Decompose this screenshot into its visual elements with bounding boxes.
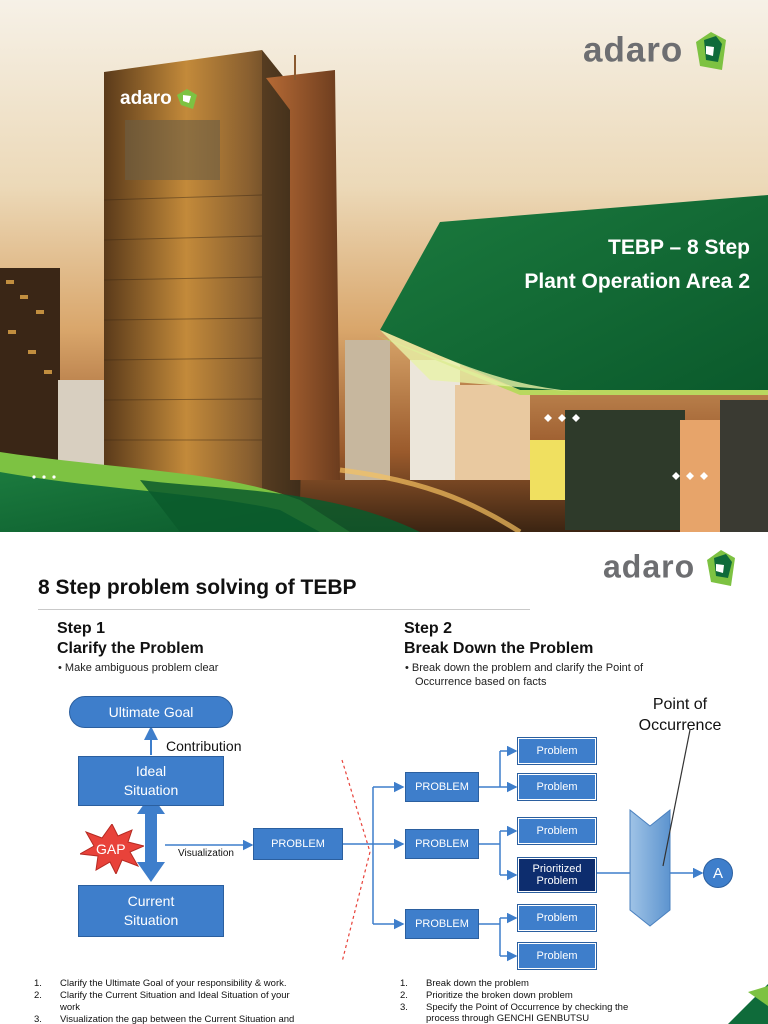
point-a-label: A xyxy=(712,864,723,882)
sub-problem-1b: Problem xyxy=(517,773,597,801)
notes-left-item: 1. Clarify the Ultimate Goal of your resp… xyxy=(34,978,287,989)
building-sign: adaro xyxy=(120,88,198,110)
adaro-logo: adaro xyxy=(583,30,728,74)
notes-left-item: work xyxy=(34,1002,80,1013)
sub-3b-label: Problem xyxy=(536,950,578,962)
adaro-mark-icon xyxy=(177,88,198,109)
current-line2: Situation xyxy=(123,912,179,928)
notes-left-item: 3. Visualization the gap between the Curr… xyxy=(34,1014,294,1024)
city-photo xyxy=(0,50,768,532)
sub-2a-label: Problem xyxy=(536,825,578,837)
ultimate-goal-label: Ultimate Goal xyxy=(108,704,194,720)
note-text: work xyxy=(60,1002,81,1013)
note-text: Clarify the Ultimate Goal of your respon… xyxy=(60,978,287,989)
step1-title: Clarify the Problem xyxy=(57,640,204,657)
ideal-situation-box: Ideal Situation xyxy=(78,756,224,806)
note-text: Specify the Point of Occurrence by check… xyxy=(426,1002,629,1013)
note-number: 1. xyxy=(34,978,42,989)
prioritized-line2: Problem xyxy=(536,875,578,887)
notes-right-item: 1. Break down the problem xyxy=(400,978,529,989)
note-text: Clarify the Current Situation and Ideal … xyxy=(60,990,290,1001)
gap-label: GAP xyxy=(96,841,126,857)
problem-main-label: PROBLEM xyxy=(271,837,325,850)
sub-1b-label: Problem xyxy=(536,781,578,793)
visualization-label: Visualization xyxy=(178,848,234,859)
process-slide: 8 Step problem solving of TEBP adaro Ste… xyxy=(0,532,768,1024)
prioritized-problem-box: Prioritized Problem xyxy=(517,857,597,893)
note-number: 3. xyxy=(34,1014,42,1024)
sub-3a-label: Problem xyxy=(536,912,578,924)
step1-bullet: • Make ambiguous problem clear xyxy=(58,662,219,674)
current-line1: Current xyxy=(127,893,175,909)
notes-left-item: 2. Clarify the Current Situation and Idea… xyxy=(34,990,290,1001)
note-number: 2. xyxy=(400,990,408,1001)
point-line1: Point of xyxy=(652,696,708,713)
note-number: 3. xyxy=(400,1002,408,1013)
notes-right-item: process through GENCHI GENBUTSU xyxy=(400,1013,589,1024)
note-number: 2. xyxy=(34,990,42,1001)
ideal-line1: Ideal xyxy=(135,763,167,779)
diagram-connectors xyxy=(137,726,704,963)
adaro-logo-mark-icon xyxy=(696,32,727,70)
point-of-occurrence-label: Point of Occurrence xyxy=(630,694,730,736)
cover-slide: adaro adaro TEBP – 8 Step Plant Operatio… xyxy=(0,0,768,532)
note-number: 1. xyxy=(400,978,408,989)
problem-1-label: PROBLEM xyxy=(415,780,469,793)
step1-label: Step 1 xyxy=(57,620,106,637)
sub-problem-1a: Problem xyxy=(517,737,597,765)
sub-1a-label: Problem xyxy=(536,745,578,757)
gap-burst xyxy=(80,824,144,874)
point-line2: Occurrence xyxy=(638,717,722,734)
step2-title: Break Down the Problem xyxy=(404,640,594,657)
notes-right-item: 3. Specify the Point of Occurrence by che… xyxy=(400,1002,628,1013)
adaro-logo-mark-icon xyxy=(707,550,736,586)
point-a-circle: A xyxy=(703,858,733,888)
current-situation-box: Current Situation xyxy=(78,885,224,937)
deck-title-line2: Plant Operation Area 2 xyxy=(524,270,750,293)
problem-2-label: PROBLEM xyxy=(415,837,469,850)
problem-box-1: PROBLEM xyxy=(405,772,479,802)
sub-problem-2a: Problem xyxy=(517,817,597,845)
notes-right-item: 2. Prioritize the broken down problem xyxy=(400,990,573,1001)
step2-label: Step 2 xyxy=(404,620,453,637)
problem-main-box: PROBLEM xyxy=(253,828,343,860)
problem-3-label: PROBLEM xyxy=(415,917,469,930)
adaro-logo: adaro xyxy=(603,548,737,590)
ultimate-goal-box: Ultimate Goal xyxy=(69,696,233,728)
logo-text: adaro xyxy=(603,548,696,585)
deck-title-line1: TEBP – 8 Step xyxy=(608,236,750,259)
note-text: Prioritize the broken down problem xyxy=(426,990,573,1001)
step2-bullet-line1: • Break down the problem and clarify the… xyxy=(405,662,644,674)
prioritized-line1: Prioritized xyxy=(532,863,582,875)
note-text: Break down the problem xyxy=(426,978,529,989)
note-text: Visualization the gap between the Curren… xyxy=(60,1014,295,1024)
contribution-label: Contribution xyxy=(166,738,242,754)
slide-title: 8 Step problem solving of TEBP xyxy=(38,576,357,599)
title-divider xyxy=(38,609,530,610)
building-sign-text: adaro xyxy=(120,88,172,109)
problem-box-2: PROBLEM xyxy=(405,829,479,859)
logo-text: adaro xyxy=(583,30,684,70)
ideal-line2: Situation xyxy=(123,782,179,798)
problem-box-3: PROBLEM xyxy=(405,909,479,939)
sub-problem-3b: Problem xyxy=(517,942,597,970)
note-text: process through GENCHI GENBUTSU xyxy=(426,1013,590,1024)
step2-bullet-line2: Occurrence based on facts xyxy=(415,676,547,688)
sub-problem-3a: Problem xyxy=(517,904,597,932)
corner-leaf-decoration xyxy=(728,984,768,1024)
